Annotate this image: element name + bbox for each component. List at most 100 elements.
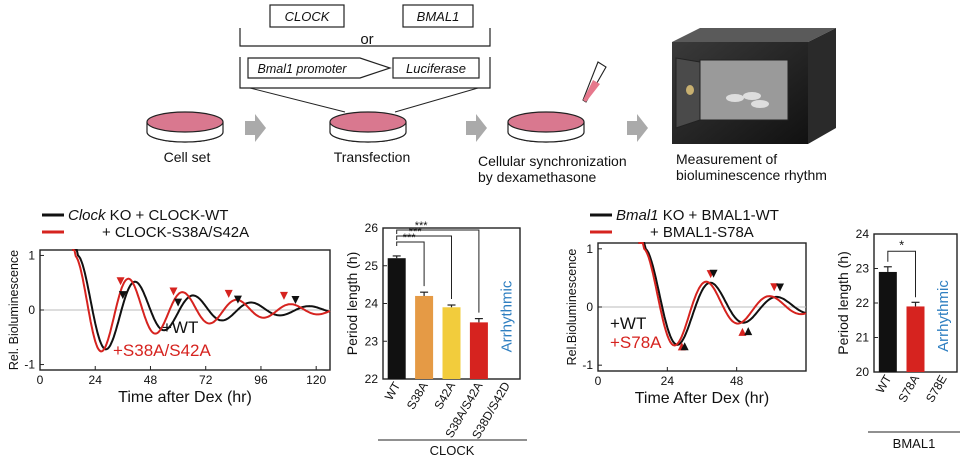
arrhythmic-label: Arrhythmic [935,280,952,352]
peak-marker [776,283,784,292]
inline-label-wt: +WT [610,314,646,333]
category-label: S38A [404,380,431,412]
legend-mut: + BMAL1-S78A [650,224,754,241]
clock-rhythm-chart: Clock KO + CLOCK-WT+ CLOCK-S38A/S42A 0 24 4… [7,207,331,406]
sig-bracket [887,250,916,298]
x-tick-label: 48 [730,374,744,388]
y-axis-label: Rel.Bioluminescence [565,249,579,366]
sig-bracket [396,241,425,287]
step-label-2: bioluminescence rhythm [676,167,827,183]
luciferase-label: Luciferase [406,61,466,76]
category-label: WT [873,372,895,396]
y-tick-label: 21 [856,331,870,345]
legend-wt-text: KO + BMAL1-WT [659,207,779,224]
construct-diagram: CLOCK or BMAL1 Bmal1 promoter Luciferase [239,4,491,113]
step-label: Cellular synchronization [478,153,627,169]
sig-label: * [899,237,904,252]
legend-wt: Clock KO + CLOCK-WT [68,207,228,224]
category-label: WT [382,379,404,403]
pipette-icon [582,61,607,103]
x-tick-label: 120 [306,373,326,387]
peak-marker [279,291,288,300]
step-label: Cell set [164,149,211,165]
arrow-right-icon [466,114,487,142]
step-synchronization: Cellular synchronization by dexamethason… [478,61,627,185]
sig-label: *** [403,232,417,244]
legend-wt-text: KO + CLOCK-WT [106,207,229,224]
peak-marker [770,283,779,292]
y-tick-label: 25 [365,259,379,273]
x-axis-label: Time After Dex (hr) [635,390,770,407]
trough-marker [738,327,747,336]
sig-bracket [396,235,452,300]
group-label: BMAL1 [893,436,936,451]
series-line-wt [72,249,331,351]
sig-bracket [396,229,480,313]
bar [878,271,897,372]
peak-marker [709,269,718,278]
promoter-label: Bmal1 promoter [258,62,348,76]
y-tick-label: 22 [365,372,379,386]
legend-prefix: Clock [68,207,107,224]
peak-marker [174,298,183,307]
y-tick-label: 20 [856,365,870,379]
x-tick-label: 72 [199,373,213,387]
bar [387,258,406,379]
legend-prefix: Bmal1 [616,207,659,224]
gene-clock-label: CLOCK [285,9,331,24]
arrhythmic-label: Arrhythmic [498,280,515,352]
step-label: Transfection [334,149,411,165]
x-tick-label: 0 [37,373,44,387]
step-transfection: Transfection [329,111,411,165]
step-measurement: Measurement of bioluminescence rhythm [676,151,827,183]
sig-label: *** [409,226,423,238]
y-tick-label: 1 [586,242,593,256]
y-tick-label: 0 [28,303,35,317]
legend-mut: + CLOCK-S38A/S42A [102,224,249,241]
x-tick-label: 0 [595,374,602,388]
gene-bmal1-label: BMAL1 [417,9,460,24]
y-axis-label: Rel. Bioluminescence [7,250,21,370]
series-line-mut [638,242,807,347]
y-tick-label: 22 [856,296,870,310]
trough-marker [744,327,753,336]
inline-label-mut: +S38A/S42A [113,341,211,360]
category-label: S78A [895,373,922,405]
bar [906,306,925,372]
luminometer-icon [672,28,836,144]
y-tick-label: 23 [365,334,379,348]
y-tick-label: 23 [856,262,870,276]
arrow-right-icon [245,114,266,142]
peak-marker [116,277,125,286]
step-cell-set: Cell set [146,111,224,165]
inline-label-wt: +WT [162,318,198,337]
peak-marker [291,296,300,304]
bar [415,295,434,379]
x-tick-label: 24 [89,373,103,387]
arrow-right-icon [627,114,648,142]
category-label: S42A [431,380,458,412]
peak-marker [169,287,178,296]
promoter-arrow [247,57,392,79]
step-label: Measurement of [676,151,777,167]
sig-label: *** [415,220,429,232]
dish-icon [146,111,224,143]
series-line-wt [638,242,807,346]
x-tick-label: 24 [661,374,675,388]
peak-marker [233,295,242,304]
series-line-mut [72,249,331,353]
category-label: S78E [923,373,950,405]
x-axis-label: Time after Dex (hr) [118,389,252,406]
bar [442,307,461,379]
peak-marker [118,291,127,300]
peak-marker [224,289,233,298]
bar [469,322,488,379]
x-tick-label: 48 [144,373,158,387]
dish-icon [329,111,407,143]
trough-marker [680,342,689,351]
or-label: or [360,31,373,48]
